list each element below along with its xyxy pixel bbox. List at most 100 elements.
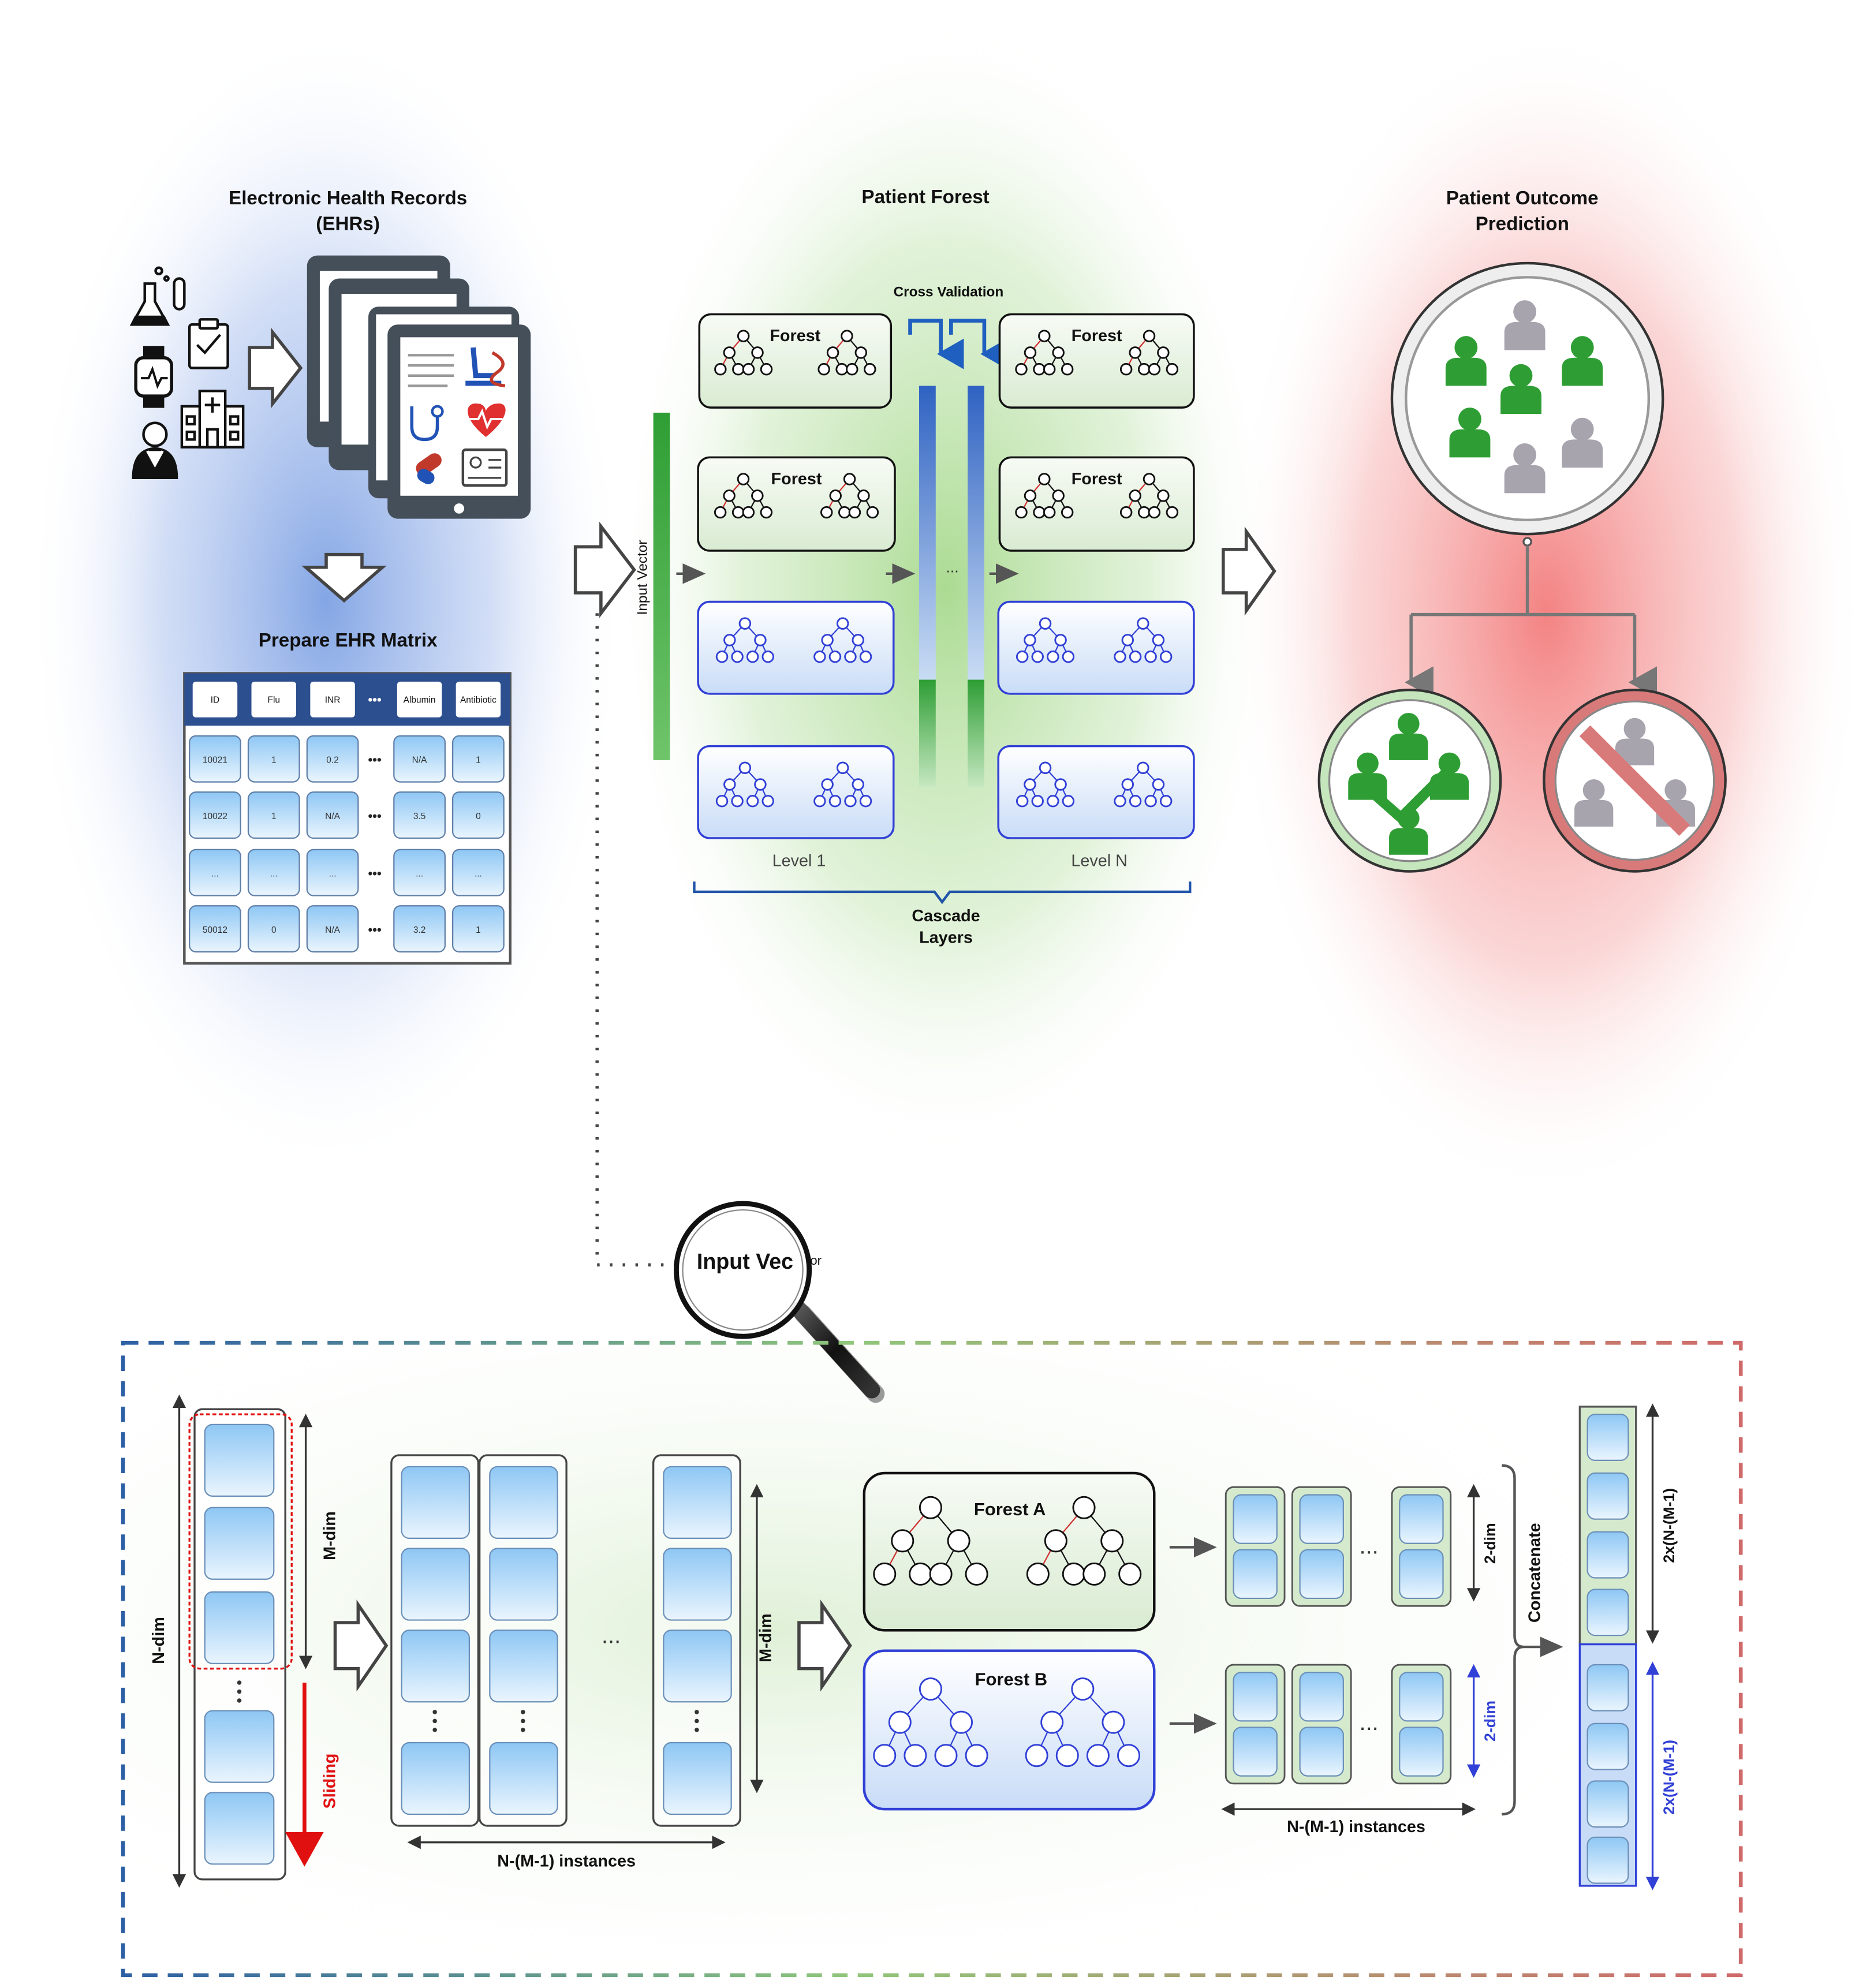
- instance-cell: [401, 1548, 471, 1621]
- tree-node: [1038, 473, 1051, 485]
- tree-node: [1143, 330, 1156, 342]
- tree-node: [828, 795, 842, 808]
- tree-node: [1038, 330, 1051, 342]
- output-ellipsis-b: ...: [1360, 1710, 1379, 1735]
- tree-node: [1129, 795, 1142, 808]
- prohibited-slash: [1579, 725, 1690, 836]
- tree-node: [1117, 1744, 1141, 1767]
- tree-node: [1144, 650, 1157, 663]
- tree-node: [909, 1562, 932, 1586]
- tree-node: [1137, 363, 1151, 376]
- tree-node: [742, 506, 755, 519]
- tree-node: [1129, 650, 1142, 663]
- tree-node: [836, 761, 849, 774]
- matrix-cell: [452, 905, 505, 953]
- dotted-connector: [595, 613, 678, 1267]
- survivor-icon: [1356, 752, 1379, 775]
- tree-node: [1043, 506, 1056, 519]
- tree-node: [731, 795, 744, 808]
- concat-cell: [1586, 1664, 1629, 1712]
- m-dim-label-1: M-dim: [321, 1511, 339, 1560]
- class-vector-cell: [1299, 1549, 1344, 1600]
- tree-node: [1129, 489, 1141, 502]
- non-survivor-icon-body: [1615, 738, 1655, 765]
- input-cell: [204, 1792, 275, 1865]
- magnified-text-small: tor: [807, 1253, 822, 1268]
- instance-ellipsis-dot: [521, 1710, 525, 1714]
- tree-node: [1024, 778, 1036, 791]
- tree-node: [714, 506, 727, 519]
- instance-cell: [489, 1466, 558, 1539]
- tree-node: [1062, 650, 1075, 663]
- tree-node: [846, 363, 858, 376]
- non-survivor-icon: [1664, 779, 1687, 801]
- patient-icon: [1570, 336, 1594, 359]
- survivor-icon-body: [1389, 733, 1428, 760]
- matrix-cell-text: N/A: [412, 755, 427, 765]
- tree-node: [852, 634, 864, 647]
- hollow-arrow-right-3: [1222, 526, 1276, 616]
- tree-node: [737, 473, 750, 485]
- cascade-label-1: Cascade: [912, 907, 980, 925]
- forest-box-label: Forest: [770, 327, 820, 345]
- tree-node: [1137, 617, 1149, 630]
- instance-cell: [489, 1548, 558, 1621]
- matrix-cell-text: ...: [416, 869, 423, 879]
- detail-forest-trees: [873, 1496, 1142, 1767]
- concat-cell: [1586, 1722, 1629, 1770]
- tree-node: [848, 506, 861, 519]
- input-ellipsis-dot: [237, 1698, 242, 1703]
- patient-icon: [1509, 364, 1533, 387]
- tree-node: [1102, 1710, 1125, 1734]
- matrix-cell: [189, 791, 241, 839]
- instance-ellipsis-dot: [695, 1718, 699, 1724]
- random-forest-box: [697, 745, 895, 839]
- tree-node: [1119, 363, 1133, 376]
- tree-node: [1016, 650, 1029, 663]
- two-x-label-a: 2x(N-(M-1): [1660, 1488, 1678, 1563]
- tree-node: [1137, 761, 1149, 774]
- instance-ellipsis-dot: [432, 1718, 437, 1724]
- class-vector-bar-1-input: [919, 679, 936, 787]
- input-vector-cells: [204, 1423, 275, 1865]
- ehr-tablets-icon: [307, 255, 531, 519]
- tree-node: [761, 650, 774, 663]
- matrix-cell-text: ...: [211, 869, 219, 879]
- tree-node: [1047, 795, 1059, 808]
- sliding-label: Sliding: [321, 1753, 339, 1808]
- class-vector-cell: [1233, 1672, 1278, 1722]
- two-x-label-b: 2x(N-(M-1): [1660, 1740, 1678, 1815]
- matrix-header-cell: [191, 680, 239, 719]
- tree-node: [738, 761, 752, 774]
- tree-node: [828, 650, 842, 663]
- matrix-header-cell: [395, 680, 443, 719]
- matrix-cell: [189, 735, 241, 783]
- tree-node: [1129, 346, 1141, 359]
- matrix-cell: [393, 791, 446, 839]
- tree-node: [1024, 634, 1036, 647]
- output-ellipsis-a: ...: [1360, 1533, 1379, 1559]
- matrix-cell: [247, 849, 300, 896]
- tree-node: [746, 650, 759, 663]
- non-survivor-icon: [1582, 779, 1605, 801]
- class-vector-cell: [1233, 1494, 1278, 1544]
- patient-icon: [1513, 300, 1537, 323]
- instance-cell: [489, 1630, 558, 1703]
- cv-arrow-1: [908, 319, 964, 369]
- matrix-cell-text: ...: [475, 869, 482, 879]
- concat-cell: [1586, 1472, 1629, 1520]
- matrix-cell-text: 3.5: [413, 812, 426, 821]
- tree-node: [836, 617, 849, 630]
- class-vector-cell: [1399, 1672, 1444, 1722]
- concat-vector-cells: [1586, 1414, 1629, 1884]
- level-n-label: Level N: [1071, 852, 1128, 870]
- tree-node: [723, 634, 736, 647]
- forest-a-label: Forest A: [974, 1499, 1046, 1519]
- instance-ellipsis-dot: [695, 1710, 699, 1714]
- matrix-cell: [452, 735, 505, 783]
- tree-node: [1143, 473, 1156, 485]
- random-forest-box: [997, 745, 1195, 839]
- tree-node: [929, 1562, 953, 1586]
- class-vector-cell: [1399, 1494, 1444, 1544]
- instance-ellipsis-dot: [695, 1728, 699, 1732]
